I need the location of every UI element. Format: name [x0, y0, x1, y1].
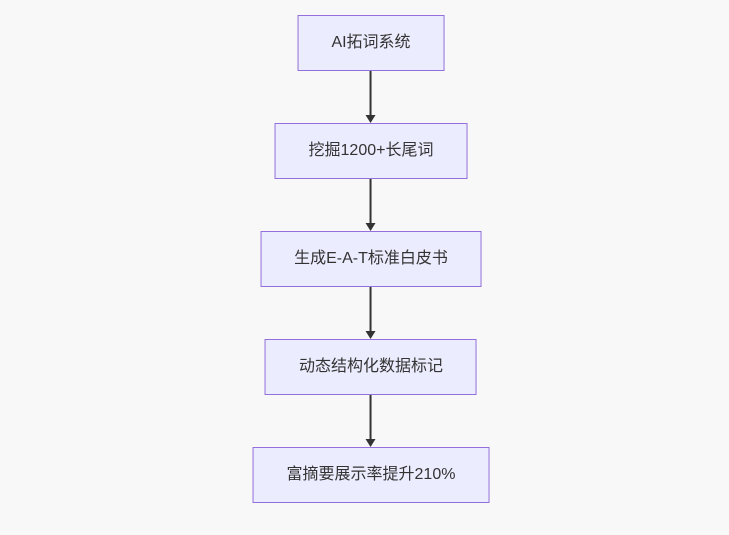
arrowhead-down-icon — [366, 115, 376, 123]
arrowhead-down-icon — [366, 223, 376, 231]
flow-node-label: 生成E-A-T标准白皮书 — [294, 250, 448, 267]
edge-line — [370, 395, 372, 440]
flow-node-label: AI拓词系统 — [331, 34, 411, 51]
flow-node-label: 挖掘1200+长尾词 — [308, 142, 434, 159]
arrowhead-down-icon — [366, 439, 376, 447]
flow-node-eat-whitepaper: 生成E-A-T标准白皮书 — [260, 231, 482, 287]
flow-node-structured-data: 动态结构化数据标记 — [264, 339, 477, 395]
flow-node-longtail-mining: 挖掘1200+长尾词 — [274, 123, 468, 179]
flow-edge — [366, 287, 376, 339]
flow-node-rich-snippet-result: 富摘要展示率提升210% — [252, 447, 490, 503]
flow-node-label: 动态结构化数据标记 — [298, 358, 443, 375]
flow-edge — [366, 179, 376, 231]
flowchart: AI拓词系统 挖掘1200+长尾词 生成E-A-T标准白皮书 动态结构化数据标记 — [252, 15, 490, 503]
edge-line — [370, 179, 372, 224]
arrowhead-down-icon — [366, 331, 376, 339]
flow-edge — [366, 395, 376, 447]
edge-line — [370, 71, 372, 116]
flow-node-ai-system: AI拓词系统 — [297, 15, 445, 71]
flow-edge — [366, 71, 376, 123]
flow-node-label: 富摘要展示率提升210% — [286, 466, 456, 483]
edge-line — [370, 287, 372, 332]
